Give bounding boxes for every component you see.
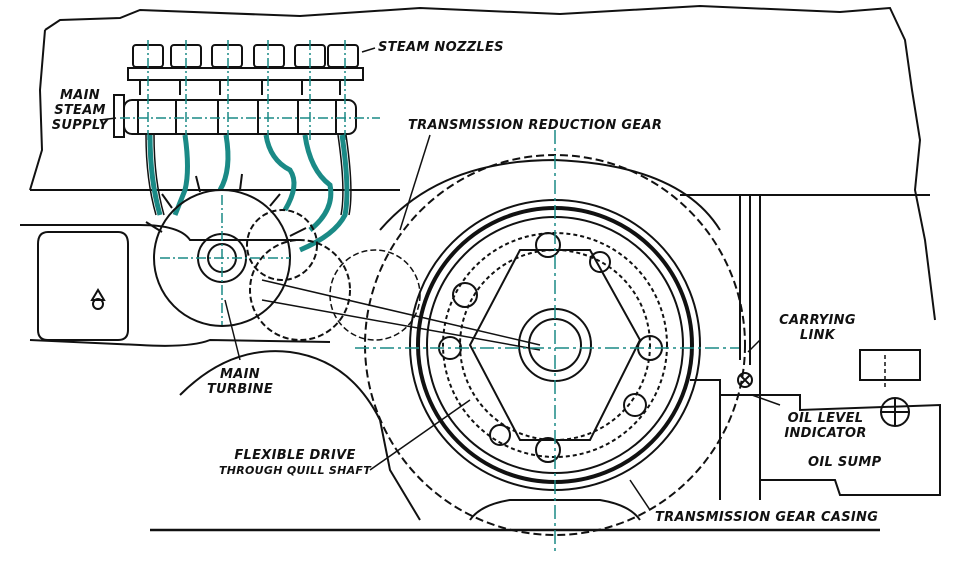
label-oil-sump: OIL SUMP (808, 455, 882, 470)
label-main-steam-supply-line2: STEAM (54, 103, 106, 118)
label-main-turbine-line2: TURBINE (206, 382, 274, 397)
label-steam-nozzles: STEAM NOZZLES (378, 40, 504, 55)
frame-outline (44, 4, 936, 321)
label-main-turbine: MAIN TURBINE (200, 367, 280, 397)
steam-nozzle-bank (113, 44, 364, 138)
label-carrying-link-line1: CARRYING (779, 313, 856, 328)
steam-pipes (147, 134, 350, 253)
label-main-steam-supply-line3: SUPPLY (51, 118, 109, 133)
label-carrying-link: CARRYING LINK (770, 313, 865, 343)
frame-cutout (37, 231, 129, 341)
label-flexible-drive: FLEXIBLE DRIVE THROUGH QUILL SHAFT (210, 448, 380, 478)
intermediate-gear (329, 249, 421, 341)
gear-casing (680, 194, 941, 500)
label-oil-level-indicator: OIL LEVEL INDICATOR (778, 411, 873, 441)
label-main-steam-supply: MAIN STEAM SUPPLY (50, 88, 110, 133)
label-oil-level-indicator-line1: OIL LEVEL (787, 411, 864, 426)
label-transmission-reduction-gear: TRANSMISSION REDUCTION GEAR (408, 118, 663, 133)
label-carrying-link-line2: LINK (799, 328, 836, 343)
label-main-steam-supply-line1: MAIN (60, 88, 100, 103)
leader-lines (99, 47, 781, 511)
frame-rail (30, 189, 930, 196)
label-transmission-gear-casing: TRANSMISSION GEAR CASING (655, 510, 879, 525)
label-flexible-drive-line1: FLEXIBLE DRIVE (234, 448, 356, 463)
label-flexible-drive-line2: THROUGH QUILL SHAFT (218, 464, 372, 477)
main-turbine (145, 173, 351, 341)
label-oil-level-indicator-line2: INDICATOR (784, 426, 867, 441)
label-main-turbine-line1: MAIN (220, 367, 260, 382)
